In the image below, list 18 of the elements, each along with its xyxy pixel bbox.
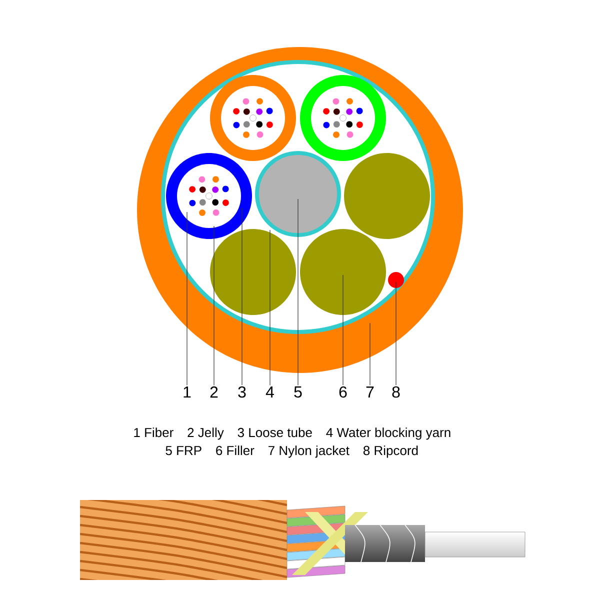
legend-text: 5 FRP bbox=[166, 446, 202, 456]
leader-line bbox=[342, 274, 344, 386]
legend-text: 6 Filler bbox=[216, 446, 254, 456]
callout-number: 8 bbox=[392, 386, 400, 398]
callout-number: 3 bbox=[238, 386, 246, 398]
legend-text: 7 Nylon jacket bbox=[268, 446, 350, 458]
callout-number: 5 bbox=[294, 386, 302, 398]
callout-number: 7 bbox=[366, 386, 374, 398]
callout-number: 4 bbox=[266, 386, 274, 398]
legend-text: 2 Jelly bbox=[188, 428, 224, 440]
legend-text: 1 Fiber bbox=[134, 428, 174, 438]
callout-number: 6 bbox=[339, 386, 347, 398]
callout-number: 1 bbox=[184, 386, 191, 398]
callout-number: 2 bbox=[210, 386, 218, 398]
legend-text: 3 Loose tube bbox=[238, 428, 312, 438]
legend-text: 8 Ripcord bbox=[363, 446, 418, 458]
legend-text: 4 Water blocking yarn bbox=[326, 428, 450, 440]
leader-line bbox=[186, 212, 188, 386]
